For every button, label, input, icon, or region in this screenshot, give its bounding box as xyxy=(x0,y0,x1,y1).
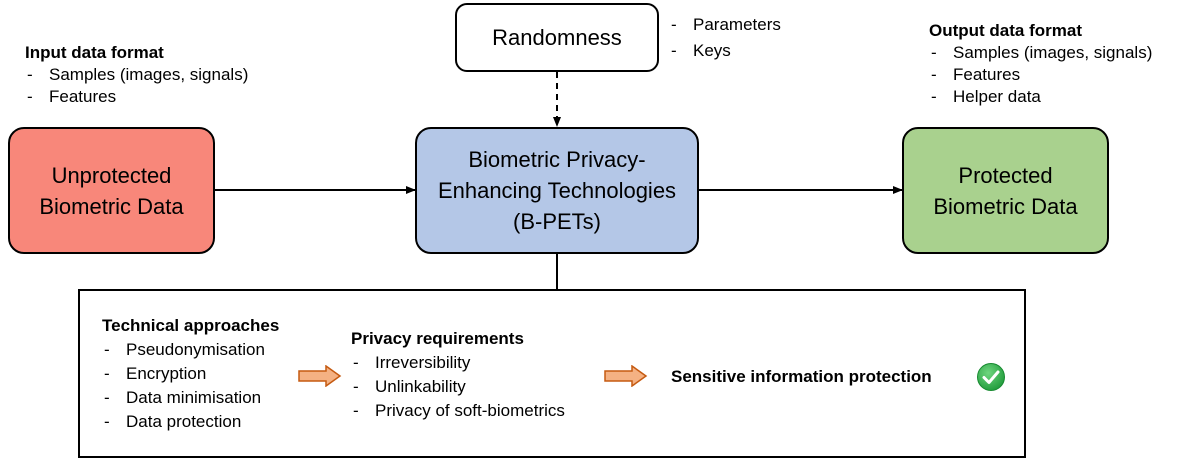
output-format-block: Output data format Samples (images, sign… xyxy=(929,20,1152,108)
privacy-requirements-list: Irreversibility Unlinkability Privacy of… xyxy=(351,351,565,423)
list-item: Privacy of soft-biometrics xyxy=(351,399,565,423)
bpets-label-line2: Enhancing Technologies xyxy=(437,178,677,203)
list-item: Data minimisation xyxy=(102,386,279,410)
checkmark-circle-icon xyxy=(977,363,1005,391)
block-arrow-right-icon xyxy=(298,365,342,387)
list-item: Samples (images, signals) xyxy=(929,42,1152,64)
randomness-box: Randomness xyxy=(455,3,659,72)
list-item: Unlinkability xyxy=(351,375,565,399)
randomness-title: Randomness xyxy=(492,25,622,50)
input-format-block: Input data format Samples (images, signa… xyxy=(25,42,248,108)
input-format-heading: Input data format xyxy=(25,43,164,62)
privacy-requirements-heading: Privacy requirements xyxy=(351,329,524,348)
technical-approaches-list: Pseudonymisation Encryption Data minimis… xyxy=(102,338,279,434)
unprotected-data-box: Unprotected Biometric Data xyxy=(8,127,215,254)
list-item: Irreversibility xyxy=(351,351,565,375)
list-item: Features xyxy=(25,86,248,108)
protected-label-line1: Protected xyxy=(958,162,1053,188)
protected-label-line2: Biometric Data xyxy=(933,193,1078,219)
list-item: Features xyxy=(929,64,1152,86)
output-format-list: Samples (images, signals) Features Helpe… xyxy=(929,42,1152,108)
unprotected-label-line2: Biometric Data xyxy=(39,193,184,219)
list-item: Samples (images, signals) xyxy=(25,64,248,86)
technical-approaches-block: Technical approaches Pseudonymisation En… xyxy=(102,314,279,434)
technical-approaches-heading: Technical approaches xyxy=(102,316,280,335)
randomness-list: Parameters Keys xyxy=(669,12,781,64)
list-item: Helper data xyxy=(929,86,1152,108)
bpets-label-line1: Biometric Privacy- xyxy=(468,147,646,172)
block-arrow-right-icon xyxy=(604,365,648,387)
list-item: Parameters xyxy=(669,12,781,38)
unprotected-label-line1: Unprotected xyxy=(51,162,172,188)
outcome-label: Sensitive information protection xyxy=(671,367,932,386)
bpets-label-line3: (B-PETs) xyxy=(513,209,601,234)
list-item: Encryption xyxy=(102,362,279,386)
list-item: Pseudonymisation xyxy=(102,338,279,362)
input-format-list: Samples (images, signals) Features xyxy=(25,64,248,108)
privacy-requirements-block: Privacy requirements Irreversibility Unl… xyxy=(351,327,565,423)
output-format-heading: Output data format xyxy=(929,21,1082,40)
list-item: Keys xyxy=(669,38,781,64)
protected-data-box: Protected Biometric Data xyxy=(902,127,1109,254)
list-item: Data protection xyxy=(102,410,279,434)
bpets-box: Biometric Privacy- Enhancing Technologie… xyxy=(415,127,699,254)
